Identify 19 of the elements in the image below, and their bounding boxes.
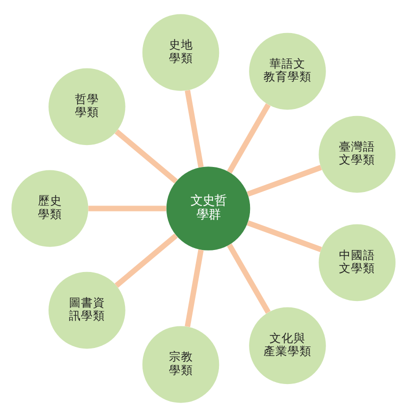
connector — [114, 128, 178, 184]
node-circle: 中國語文學類 — [318, 224, 396, 301]
connector — [184, 248, 204, 327]
connector — [88, 205, 166, 211]
connector — [246, 220, 322, 252]
node-circle: 哲學學類 — [48, 68, 126, 145]
node-circle: 宗教學類 — [142, 326, 220, 402]
node-circle: 文化與產業學類 — [249, 306, 326, 384]
node-circle: 文史哲學群 — [166, 166, 250, 250]
connector — [246, 164, 322, 196]
connector — [226, 243, 271, 314]
connector — [114, 232, 178, 288]
node-circle: 史地學類 — [142, 14, 220, 90]
connector — [226, 102, 271, 173]
node-circle: 圖書資訊學類 — [48, 271, 126, 348]
node-circle: 歷史學類 — [11, 170, 88, 246]
node-circle: 臺灣語文學類 — [318, 115, 396, 192]
connector — [184, 89, 204, 168]
node-circle: 華語文教育學類 — [249, 32, 326, 110]
